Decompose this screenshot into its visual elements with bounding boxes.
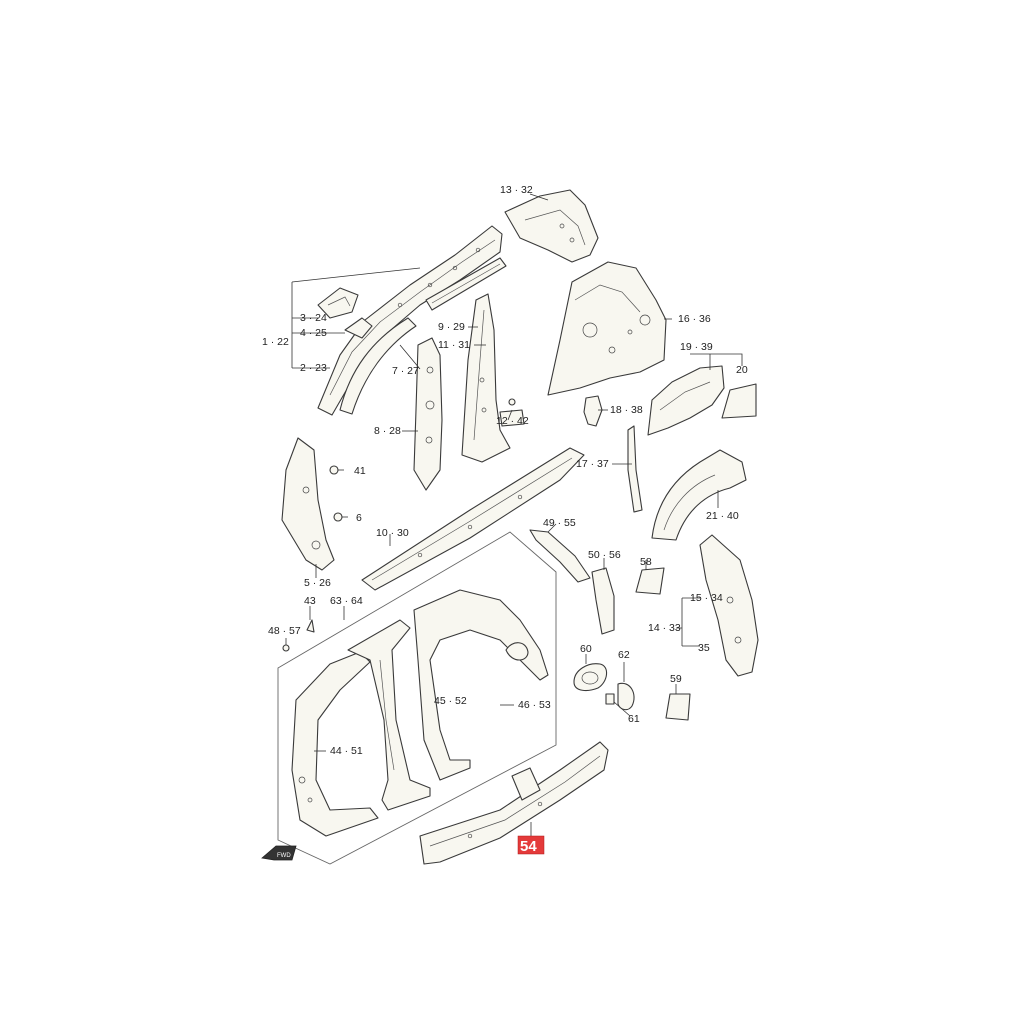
- label-43: 43: [304, 595, 316, 607]
- label-19-39: 19 · 39: [680, 341, 713, 353]
- label-18-38: 18 · 38: [610, 404, 643, 416]
- label-6: 6: [356, 512, 362, 524]
- part-45-52-b-pillar-outer: [347, 619, 431, 811]
- part-11-31-b-pillar: [461, 293, 511, 463]
- label-2-23: 2 · 23: [300, 362, 327, 374]
- label-44-51: 44 · 51: [330, 745, 363, 757]
- label-61: 61: [628, 713, 640, 725]
- label-14-33: 14 · 33: [648, 622, 681, 634]
- label-3-24: 3 · 24: [300, 312, 327, 324]
- label-8-28: 8 · 28: [374, 425, 401, 437]
- part-49-55: [529, 529, 591, 583]
- part-16-36-quarter-inner: [547, 261, 667, 396]
- leader-lines: [285, 193, 743, 836]
- label-62: 62: [618, 649, 630, 661]
- part-17-37-brace: [627, 425, 643, 513]
- label-59: 59: [670, 673, 682, 685]
- part-54-sill-outer: [419, 741, 609, 865]
- label-15-34: 15 · 34: [690, 592, 723, 604]
- part-48-57-fastener: [282, 644, 290, 652]
- label-13-32: 13 · 32: [500, 184, 533, 196]
- label-50-56: 50 · 56: [588, 549, 621, 561]
- label-12-42: 12 · 42: [496, 415, 529, 427]
- part-18-38-bracket: [583, 395, 603, 427]
- part-46-53-rear-frame: [413, 589, 549, 781]
- label-16-36: 16 · 36: [678, 313, 711, 325]
- highlight-54-box: [517, 835, 545, 855]
- part-44-51-front-frame: [291, 651, 379, 837]
- part-43-fastener: [306, 619, 315, 633]
- label-4-25: 4 · 25: [300, 327, 327, 339]
- label-11-31: 11 · 31: [438, 339, 470, 351]
- part-15-34-quarter-lower: [699, 534, 759, 677]
- part-8-28-reinforcement: [413, 337, 443, 491]
- label-21-40: 21 · 40: [706, 510, 739, 522]
- label-35: 35: [698, 642, 710, 654]
- part-5-26-front-pillar: [281, 437, 335, 571]
- label-10-30: 10 · 30: [376, 527, 409, 539]
- label-5-26: 5 · 26: [304, 577, 331, 589]
- part-19-39-wheelhouse: [647, 365, 725, 436]
- label-45-52: 45 · 52: [434, 695, 467, 707]
- part-50-56: [591, 567, 615, 635]
- label-41: 41: [354, 465, 366, 477]
- part-61-clip: [605, 693, 615, 705]
- label-60: 60: [580, 643, 592, 655]
- label-20: 20: [736, 364, 748, 376]
- label-54: 54: [520, 838, 537, 855]
- callout-labels: 13 · 32 3 · 24 4 · 25 1 · 22 2 · 23 9 · …: [262, 184, 748, 855]
- label-9-29: 9 · 29: [438, 321, 465, 333]
- part-13-32: [504, 189, 599, 263]
- label-1-22: 1 · 22: [262, 336, 289, 348]
- part-6-grommet: [333, 512, 343, 522]
- label-49-55: 49 · 55: [543, 517, 576, 529]
- label-58: 58: [640, 556, 652, 568]
- part-60-fuel-housing: [573, 663, 608, 692]
- fwd-arrow-icon: FWD: [261, 845, 297, 861]
- label-7-27: 7 · 27: [392, 365, 419, 377]
- part-9-29: [425, 257, 507, 311]
- part-20-panel: [721, 383, 757, 419]
- part-62-spring: [617, 682, 635, 711]
- part-4-25-bracket: [344, 317, 373, 339]
- part-10-30-sill-inner: [361, 447, 585, 591]
- label-48-57: 48 · 57: [268, 625, 301, 637]
- fwd-label: FWD: [277, 853, 291, 859]
- part-3-24-bracket: [317, 287, 359, 319]
- group-63-64-frame: [277, 531, 557, 865]
- part-12-42-clip: [499, 398, 525, 427]
- label-46-53: 46 · 53: [518, 699, 551, 711]
- part-21-40-wheelhouse-inner: [651, 449, 747, 541]
- label-17-37: 17 · 37: [576, 458, 609, 470]
- part-7-27-arc: [339, 317, 417, 415]
- part-41-grommet: [329, 465, 339, 475]
- part-59-plate: [665, 693, 691, 721]
- part-58-plate: [635, 567, 665, 595]
- label-63-64: 63 · 64: [330, 595, 363, 607]
